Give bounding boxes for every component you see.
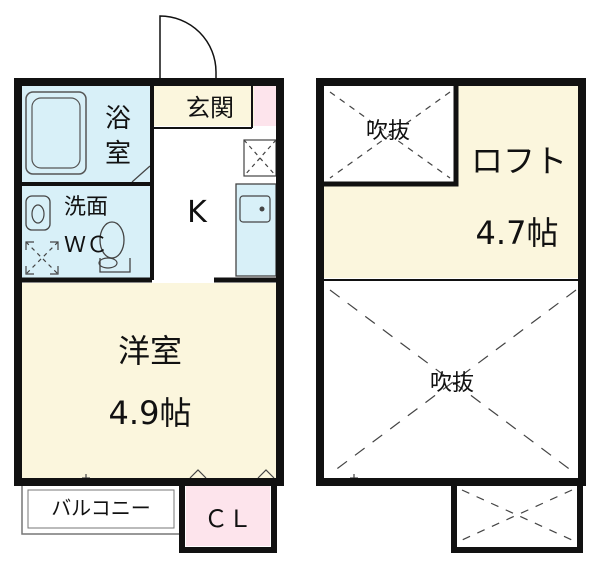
kitchen-label: K (187, 195, 208, 230)
loft-floor: 吹抜 ロフト 4.7帖 吹抜 (316, 78, 586, 553)
closet-door-left[interactable] (189, 469, 207, 479)
closet-fill (186, 484, 270, 546)
void-small-x (329, 91, 451, 179)
void-extension (456, 484, 578, 546)
kitchen-sink-icon (235, 183, 277, 277)
washroom-storage-marker (25, 241, 59, 275)
balcony-label: バルコニー (51, 496, 151, 520)
loft-size: 4.7帖 (476, 214, 559, 252)
void-small-label: 吹抜 (366, 119, 410, 144)
washroom-label: 洗面 (64, 195, 108, 220)
bath-label-1: 浴 (105, 104, 131, 134)
entrance-accent (254, 86, 276, 126)
bathtub-icon (25, 91, 87, 175)
toilet-icon (98, 221, 131, 273)
bath-door[interactable] (131, 165, 151, 183)
walls-first-floor (14, 78, 284, 553)
entrance-door[interactable] (159, 15, 217, 82)
entrance-label: 玄関 (186, 94, 234, 122)
void-large-label: 吹抜 (430, 371, 474, 396)
refrigerator-marker (243, 139, 277, 177)
washroom-fill (22, 186, 150, 278)
closet-label: ＣＬ (204, 505, 252, 533)
wash-basin-icon (25, 195, 51, 231)
loft-label: ロフト (471, 142, 567, 180)
closet-door-right[interactable] (257, 469, 275, 479)
walls-loft (316, 78, 586, 553)
western-room-label: 洋室 (118, 332, 182, 370)
wc-label: ＷＣ (64, 233, 108, 258)
first-floor: 浴 室 玄関 洗面 ＷＣ K 洋室 4.9帖 バルコニー ＣＬ (14, 15, 284, 553)
void-large-fill (324, 284, 580, 478)
western-room-size: 4.9帖 (109, 394, 192, 432)
bath-label-2: 室 (105, 139, 131, 169)
void-large-x (329, 289, 577, 475)
western-room-fill (22, 283, 276, 478)
entrance-fill (154, 86, 254, 126)
